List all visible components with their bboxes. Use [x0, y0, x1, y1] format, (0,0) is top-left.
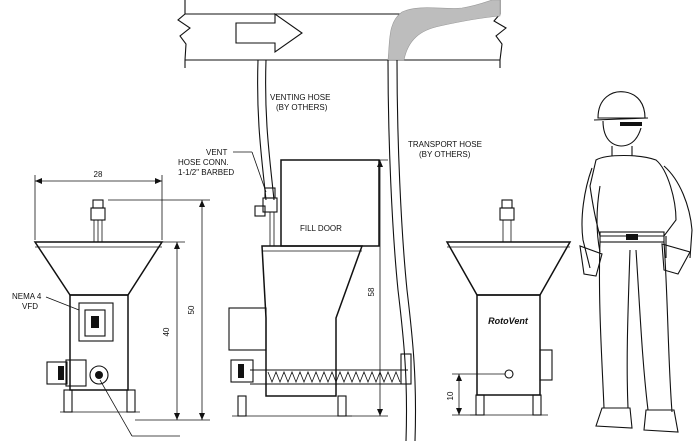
- flow-arrow-icon: [235, 12, 303, 54]
- venting-hose-label: VENTING HOSE: [270, 93, 330, 102]
- side-height-value: 58: [367, 287, 376, 296]
- vent-hose-conn-label: HOSE CONN.: [178, 158, 229, 167]
- hopper-height-dimension: 40: [135, 241, 185, 421]
- machine-rear-view: RotoVent: [445, 199, 572, 416]
- hopper-height-value: 40: [162, 327, 171, 336]
- transport-hose-callout: TRANSPORT HOSE (BY OTHERS): [408, 140, 482, 159]
- worker-figure-icon: [579, 91, 693, 433]
- vfd-label: VFD: [22, 302, 38, 311]
- venting-hose-by-others: (BY OTHERS): [276, 103, 328, 112]
- auger-screw: [267, 370, 401, 384]
- fill-door-label: FILL DOOR: [300, 224, 342, 233]
- transport-hose-by-others: (BY OTHERS): [419, 150, 471, 159]
- venting-hose-callout: VENTING HOSE (BY OTHERS): [270, 93, 330, 112]
- venting-hose: [257, 59, 275, 201]
- outlet-height-value: 10: [446, 391, 455, 400]
- width-value: 28: [94, 170, 103, 179]
- overall-height-dimension: 50: [108, 199, 210, 421]
- nema-label: NEMA 4: [12, 292, 42, 301]
- machine-front-view: [33, 199, 164, 413]
- machine-side-view: FILL DOOR: [228, 159, 408, 417]
- vent-callout: VENT HOSE CONN. 1-1/2" BARBED: [178, 148, 267, 193]
- outlet-height-dimension: 10: [446, 373, 505, 416]
- side-height-dimension: 58: [344, 159, 388, 417]
- nema-callout: NEMA 4 VFD: [12, 292, 80, 311]
- vent-label: VENT: [206, 148, 227, 157]
- vent-barbed-label: 1-1/2" BARBED: [178, 168, 234, 177]
- leader-line: [99, 379, 133, 437]
- width-dimension: 28: [34, 170, 163, 240]
- transport-hose-label: TRANSPORT HOSE: [408, 140, 482, 149]
- overall-height-value: 50: [187, 305, 196, 314]
- duct: [177, 0, 507, 68]
- brand-logo: RotoVent: [488, 316, 529, 326]
- transport-hose-smoke: [387, 0, 501, 61]
